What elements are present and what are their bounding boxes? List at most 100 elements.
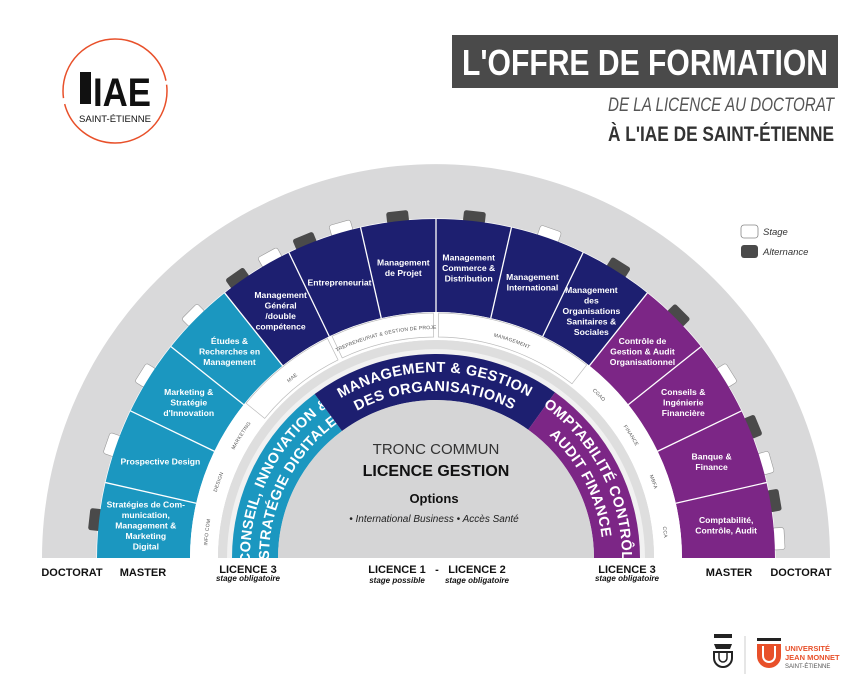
legend-stage-swatch bbox=[740, 224, 759, 239]
master-program-label-line: Management & bbox=[115, 520, 176, 530]
master-program-label-line: Commerce & bbox=[442, 263, 495, 273]
legend-stage-label: Stage bbox=[763, 227, 788, 238]
ujm-bar bbox=[757, 638, 781, 641]
tronc-commun-title: TRONC COMMUN bbox=[373, 441, 500, 458]
page-subtitle-2: À L'IAE DE SAINT-ÉTIENNE bbox=[608, 123, 834, 146]
segment-divider bbox=[170, 346, 245, 406]
ujm-shield-icon bbox=[757, 644, 781, 668]
licence2-label: LICENCE 2 bbox=[448, 564, 505, 576]
master-program-label-line: International bbox=[507, 283, 559, 293]
master-program-label-line: Recherches en bbox=[199, 347, 260, 357]
segment-divider bbox=[224, 292, 284, 367]
specialty-label: INFO COM bbox=[203, 519, 212, 546]
ujm-line3: SAINT-ÉTIENNE bbox=[785, 663, 830, 670]
master-segment-fill bbox=[436, 219, 512, 319]
licence1-label: LICENCE 1 bbox=[368, 564, 425, 576]
master-program-label-line: Management bbox=[254, 290, 307, 300]
master-program-label-line: Entrepreneuriat bbox=[308, 277, 372, 287]
master-program-label-line: /double bbox=[265, 311, 296, 321]
master-program-label-line: Contrôle de bbox=[619, 336, 667, 346]
specialty-label-path: INFO COM bbox=[203, 519, 212, 546]
master-program-label-line: Finance bbox=[695, 462, 728, 472]
licence3-right-label: LICENCE 3 bbox=[598, 564, 655, 576]
master-program-label-line: Management bbox=[442, 252, 495, 262]
master-program-label-line: Stratégies de Com- bbox=[107, 499, 185, 509]
master-program-label-line: Prospective Design bbox=[121, 457, 201, 467]
specialty-group-outline bbox=[437, 312, 588, 385]
options-title: Options bbox=[409, 491, 458, 506]
page-subtitle: DE LA LICENCE AU DOCTORAT bbox=[608, 95, 835, 116]
master-program-label-line: munication, bbox=[122, 510, 170, 520]
alternance-marker bbox=[293, 232, 317, 251]
alternance-marker bbox=[743, 415, 762, 439]
master-program-label-line: Organisationnel bbox=[610, 357, 675, 367]
master-program-label-line: Management bbox=[506, 272, 559, 282]
master-segment-fill bbox=[542, 252, 648, 366]
segment-divider bbox=[675, 481, 767, 504]
master-program-label-line: Financière bbox=[662, 408, 705, 418]
ujm-line1: UNIVERSITÉ bbox=[785, 644, 830, 653]
master-program-label-line: Ingénierie bbox=[663, 398, 704, 408]
segment-divider bbox=[288, 252, 330, 337]
segment-divider bbox=[657, 410, 742, 452]
alternance-marker bbox=[226, 267, 249, 289]
logo-city: SAINT-ÉTIENNE bbox=[79, 114, 151, 124]
master-program-label-line: Distribution bbox=[445, 273, 493, 283]
legend-alternance-swatch bbox=[741, 245, 758, 258]
specialty-label: MBFA bbox=[648, 474, 659, 490]
alternance-marker bbox=[606, 257, 631, 278]
licence3-track bbox=[232, 394, 343, 558]
specialty-label-path: CCA bbox=[661, 526, 668, 538]
master-program-label-line: Contrôle, Audit bbox=[695, 526, 757, 536]
specialty-group-outline bbox=[331, 312, 435, 359]
master-program-label-line: compétence bbox=[256, 322, 306, 332]
lyon-logo-text-block bbox=[714, 634, 732, 638]
master-program-label-line: Stratégie bbox=[170, 398, 207, 408]
logo-circle bbox=[62, 38, 168, 144]
master-program-label-line: Management bbox=[565, 285, 618, 295]
master-program-label-line: Études & bbox=[211, 336, 248, 346]
licence-gestion-title: LICENCE GESTION bbox=[363, 463, 510, 480]
master-segment-fill bbox=[224, 252, 330, 366]
segment-divider bbox=[542, 252, 584, 337]
master-program-label-line: Conseils & bbox=[661, 387, 705, 397]
page-title: L'OFFRE DE FORMATION bbox=[462, 42, 828, 83]
master-program-label-line: Banque & bbox=[692, 451, 732, 461]
logo-seal-icon bbox=[80, 72, 91, 104]
licence2-note: stage obligatoire bbox=[445, 576, 510, 585]
segment-divider bbox=[359, 227, 382, 319]
tronc-commun-area bbox=[278, 400, 594, 558]
segment-divider bbox=[130, 410, 215, 452]
master-program-label: Stratégies de Com-munication,Management … bbox=[107, 499, 185, 551]
segment-divider bbox=[105, 481, 197, 504]
master-segment-fill bbox=[130, 346, 244, 452]
logo-iae-text: IAE bbox=[93, 71, 151, 115]
master-program-label-line: de Projet bbox=[385, 268, 422, 278]
master-segment-fill bbox=[360, 219, 436, 319]
master-left-label: MASTER bbox=[120, 567, 167, 579]
master-segment-fill bbox=[170, 292, 283, 405]
master-program-label-line: Marketing bbox=[126, 531, 167, 541]
level-labels: DOCTORAT MASTER LICENCE 3 stage obligato… bbox=[41, 564, 832, 585]
licence1-note: stage possible bbox=[369, 576, 425, 585]
master-segment-fill bbox=[105, 410, 215, 504]
doctorat-right-label: DOCTORAT bbox=[770, 567, 832, 579]
licence3-left-note: stage obligatoire bbox=[216, 574, 281, 583]
master-segment-fill bbox=[490, 227, 584, 337]
master-segment-fill bbox=[657, 410, 767, 504]
legend: Stage Alternance bbox=[740, 224, 808, 258]
master-right-label: MASTER bbox=[706, 567, 753, 579]
segment-divider bbox=[627, 346, 702, 406]
master-program-label-line: Sanitaires & bbox=[567, 316, 617, 326]
licence3-track bbox=[528, 392, 640, 558]
licence-dash: - bbox=[435, 564, 439, 576]
master-program-label: Banque &Finance bbox=[692, 451, 732, 472]
master-program-label-line: Management bbox=[203, 357, 256, 367]
master-program-label: Comptabilité,Contrôle, Audit bbox=[695, 515, 757, 536]
